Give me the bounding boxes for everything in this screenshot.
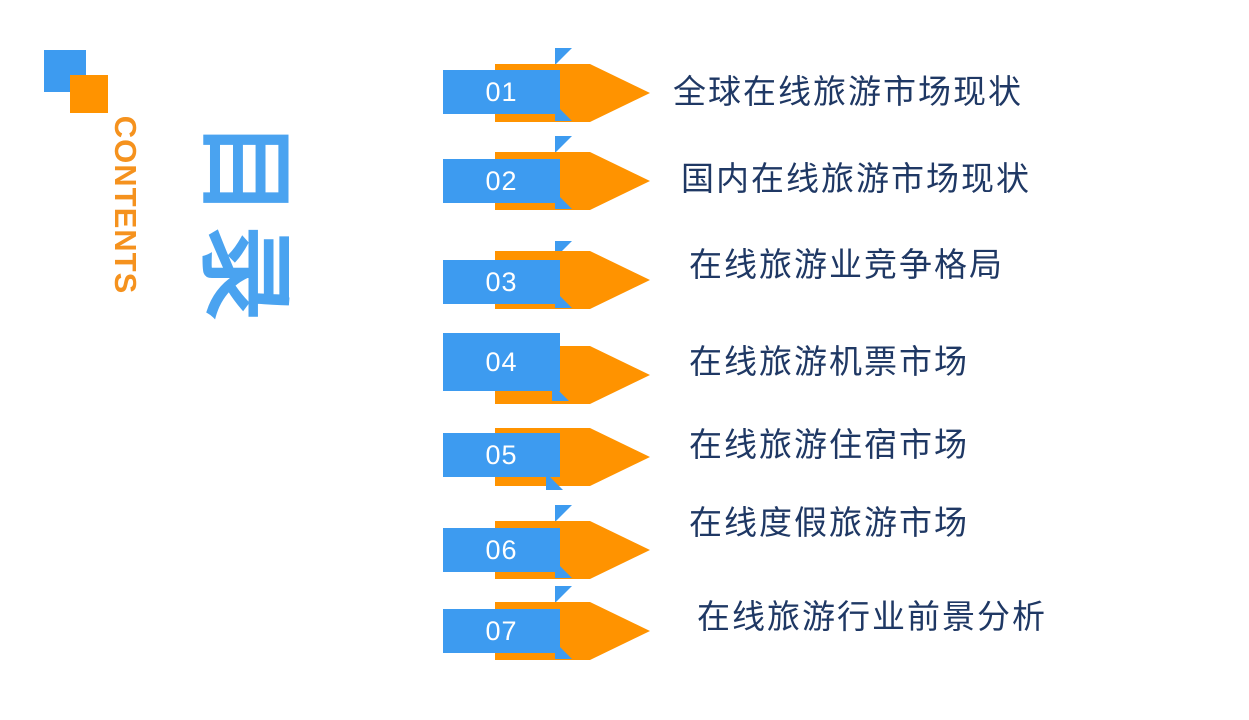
contents-row-02[interactable]: 02 国内在线旅游市场现状	[0, 108, 1249, 210]
item-number-badge: 07	[443, 609, 560, 653]
item-label[interactable]: 国内在线旅游市场现状	[681, 159, 1031, 198]
contents-row-07[interactable]: 07 在线旅游行业前景分析	[0, 548, 1249, 660]
accent-triangle-top-icon	[555, 505, 572, 522]
item-number-badge: 01	[443, 70, 560, 114]
item-label[interactable]: 在线旅游业竞争格局	[689, 245, 1004, 284]
item-number-badge: 04	[443, 333, 560, 391]
item-number-badge: 05	[443, 433, 560, 477]
item-number-badge: 06	[443, 528, 560, 572]
item-label[interactable]: 全球在线旅游市场现状	[673, 72, 1023, 111]
item-label[interactable]: 在线旅游机票市场	[689, 342, 969, 381]
item-number-badge: 03	[443, 260, 560, 304]
logo-square-orange	[70, 75, 108, 113]
accent-triangle-top-icon	[555, 586, 572, 603]
accent-triangle-top-icon	[555, 136, 572, 153]
item-label[interactable]: 在线旅游住宿市场	[689, 425, 969, 464]
item-number-badge: 02	[443, 159, 560, 203]
contents-row-01[interactable]: 01 全球在线旅游市场现状	[0, 18, 1249, 122]
arrow-head	[590, 602, 650, 660]
item-label[interactable]: 在线度假旅游市场	[689, 503, 969, 542]
contents-row-05[interactable]: 05 在线旅游住宿市场	[0, 378, 1249, 490]
contents-row-03[interactable]: 03 在线旅游业竞争格局	[0, 198, 1249, 309]
accent-triangle-top-icon	[555, 48, 572, 65]
item-label[interactable]: 在线旅游行业前景分析	[697, 597, 1047, 636]
contents-row-04[interactable]: 04 在线旅游机票市场	[0, 288, 1249, 404]
contents-row-06[interactable]: 06 在线度假旅游市场	[0, 463, 1249, 579]
